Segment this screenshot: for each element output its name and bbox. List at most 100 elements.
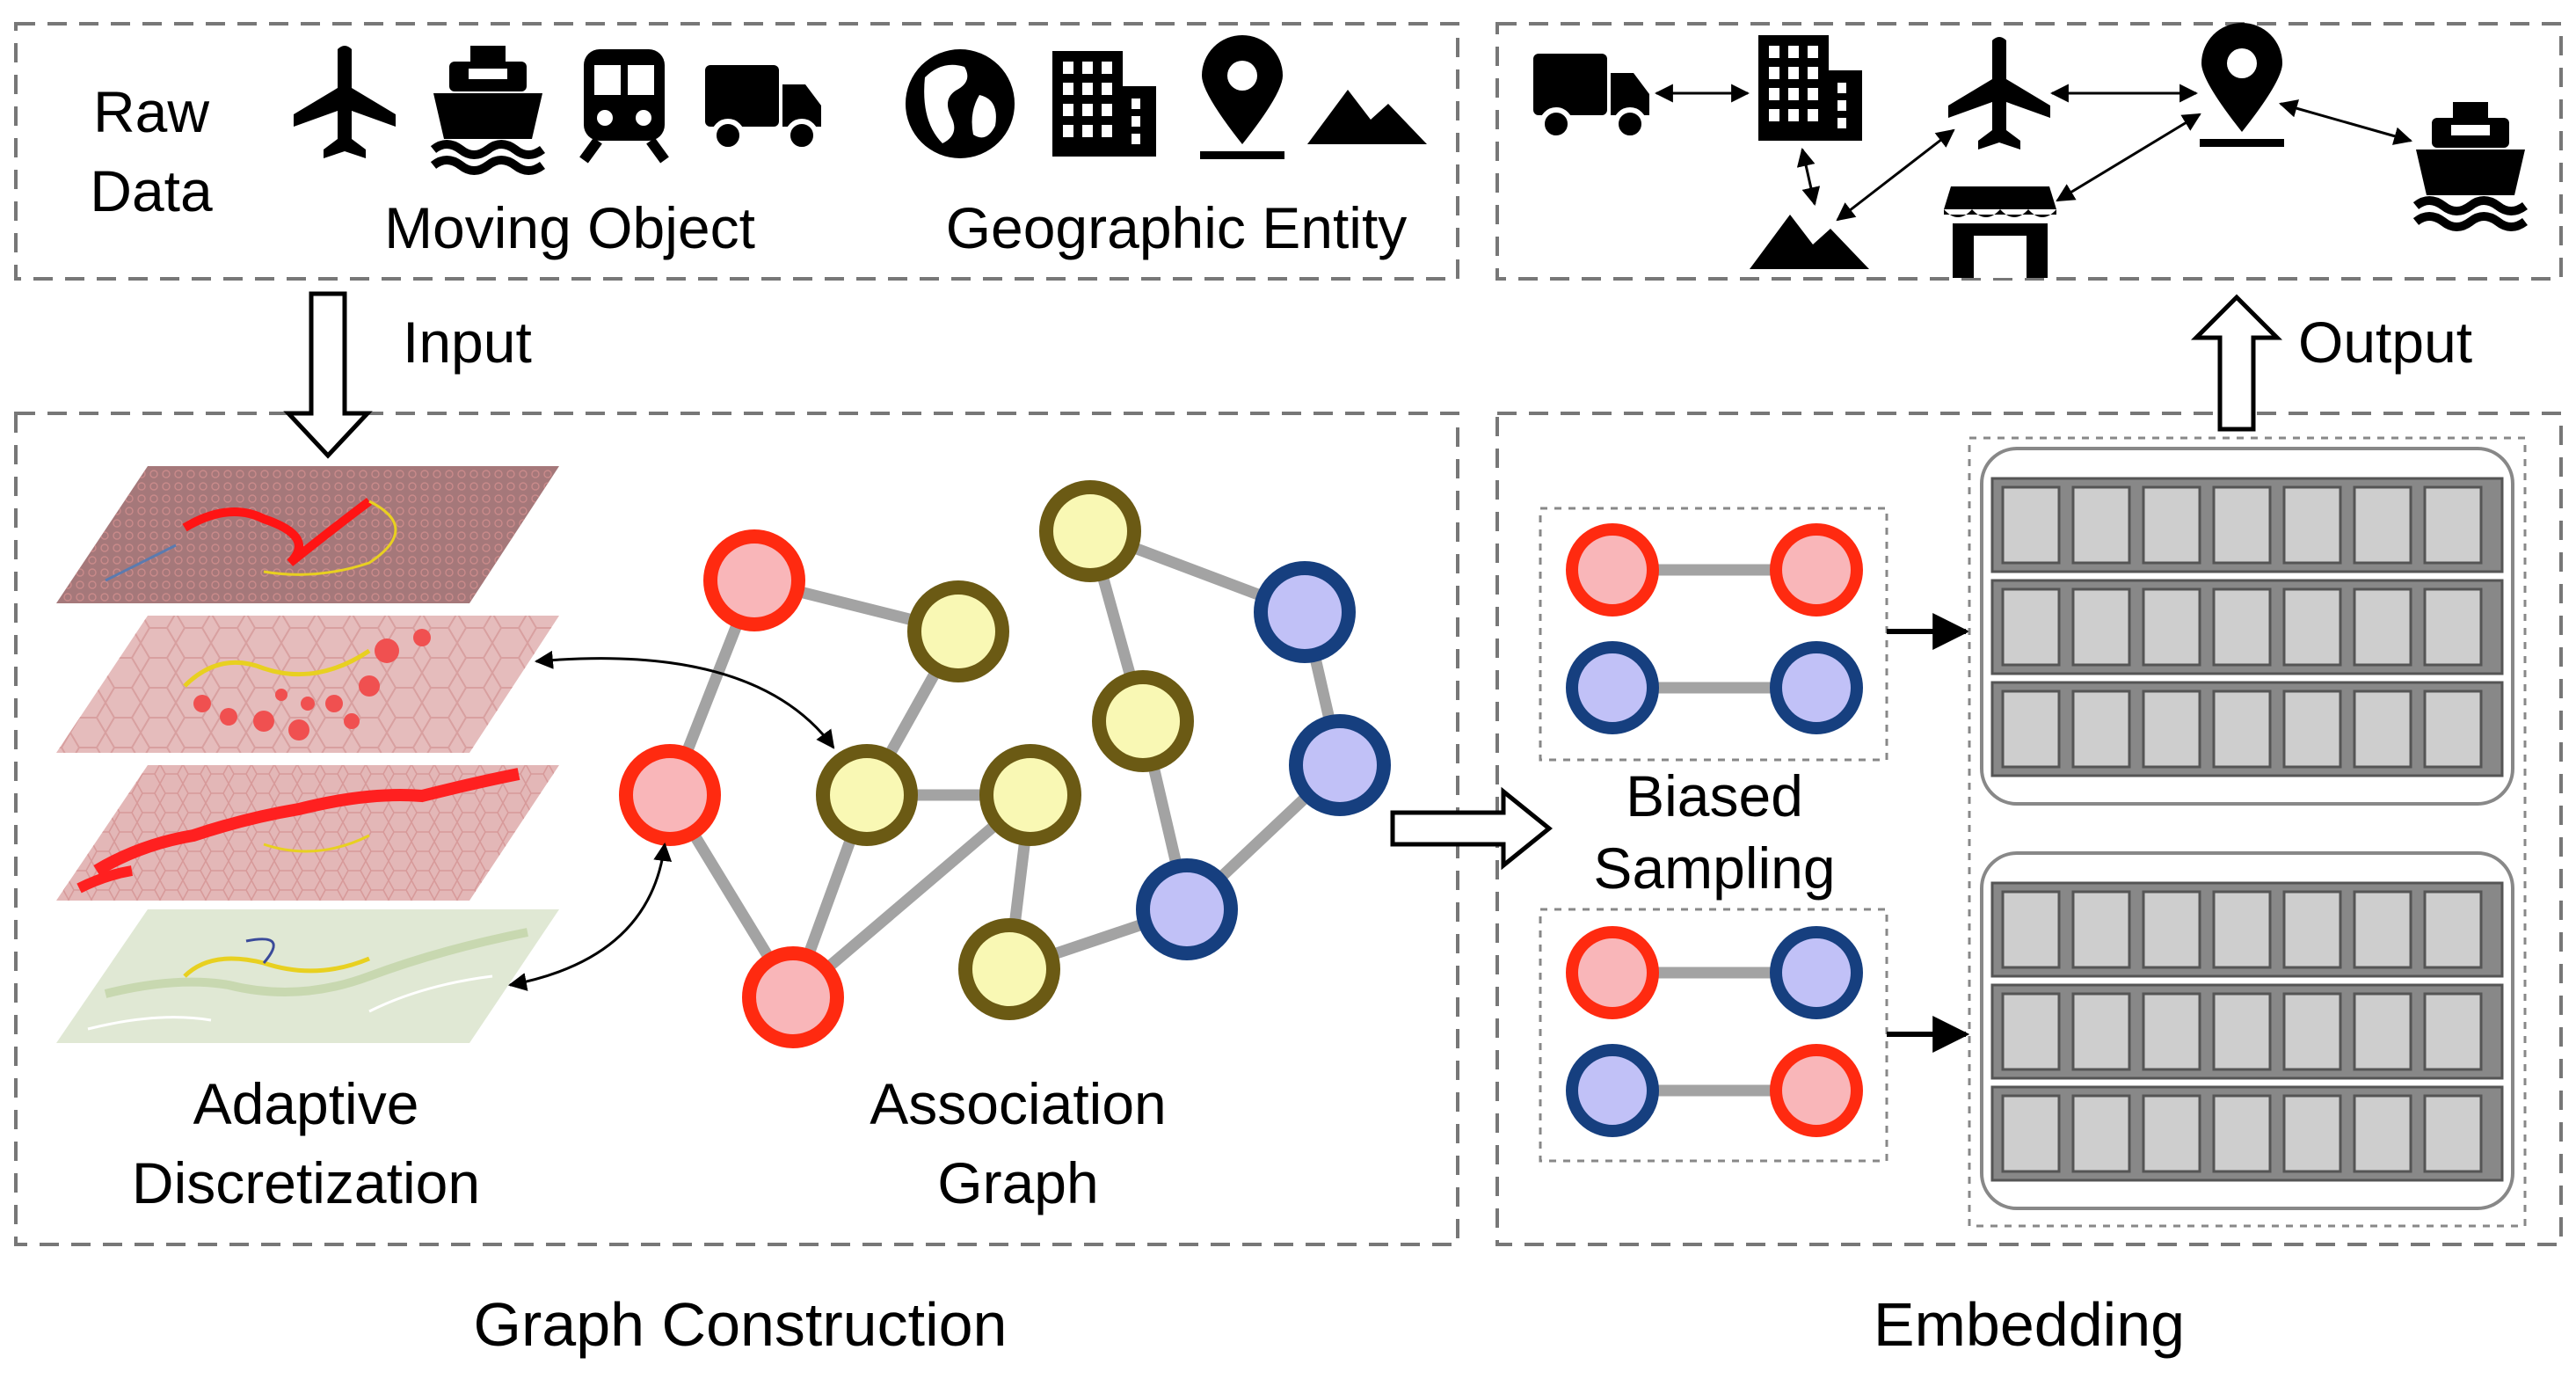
layer-cell bbox=[2353, 992, 2412, 1071]
association-graph-label-line2: Graph bbox=[937, 1150, 1098, 1215]
layer-cell bbox=[2071, 1094, 2131, 1173]
output-label: Output bbox=[2298, 310, 2472, 375]
layer-cell bbox=[2353, 890, 2412, 969]
airplane-icon bbox=[294, 46, 396, 158]
layer-cell bbox=[2282, 485, 2342, 565]
layer-cell bbox=[2423, 587, 2483, 667]
node-olive bbox=[907, 580, 1009, 682]
layer-cell bbox=[2001, 690, 2061, 769]
truck-icon bbox=[705, 65, 821, 152]
layer-cell bbox=[2071, 690, 2131, 769]
graph-construction-panel bbox=[14, 412, 1459, 1246]
discretization-layer-4 bbox=[56, 909, 559, 1043]
node-red bbox=[703, 529, 805, 631]
layer-cell bbox=[2001, 485, 2061, 565]
layer-cell bbox=[2142, 992, 2201, 1071]
layer-to-graph-arrow bbox=[534, 650, 835, 749]
association-graph-label-line1: Association bbox=[870, 1071, 1167, 1136]
layer-cell bbox=[2353, 1094, 2412, 1173]
output-block-arrow bbox=[2190, 294, 2283, 432]
node-blue bbox=[1136, 858, 1238, 960]
embedding-caption: Embedding bbox=[1874, 1290, 2185, 1359]
layer-cell bbox=[2282, 890, 2342, 969]
raw-data-label-line1: Raw bbox=[93, 79, 209, 144]
layer-cell bbox=[2071, 485, 2131, 565]
model-container bbox=[1968, 436, 2527, 1228]
layer-cell bbox=[2423, 992, 2483, 1071]
node-olive bbox=[958, 918, 1060, 1020]
adaptive-discretization-label-line2: Discretization bbox=[132, 1150, 480, 1215]
node-olive bbox=[979, 744, 1081, 846]
graph-nodes bbox=[619, 480, 1391, 1048]
layer-cell bbox=[2423, 690, 2483, 769]
truck-icon bbox=[1533, 54, 1649, 141]
output-relation-arrows bbox=[1654, 84, 2413, 222]
layer-cell bbox=[2212, 587, 2272, 667]
location-pin-icon bbox=[2200, 23, 2284, 147]
node-blue bbox=[1254, 561, 1356, 663]
layer-cell bbox=[2142, 1094, 2201, 1173]
geographic-entity-label: Geographic Entity bbox=[946, 195, 1408, 260]
layer-cell bbox=[2071, 992, 2131, 1071]
layer-cell bbox=[2282, 587, 2342, 667]
building-icon bbox=[1052, 51, 1156, 157]
to-embedding-block-arrow bbox=[1390, 786, 1553, 871]
layer-cell bbox=[2353, 485, 2412, 565]
layer-cell bbox=[2001, 587, 2061, 667]
moving-object-label: Moving Object bbox=[384, 195, 755, 260]
layer-cell bbox=[2212, 890, 2272, 969]
positive-pairs bbox=[1566, 523, 1863, 734]
layer-cell bbox=[2212, 485, 2272, 565]
output-panel bbox=[1495, 22, 2563, 281]
layer-cell bbox=[2353, 690, 2412, 769]
node-olive bbox=[1092, 670, 1194, 772]
raw-data-panel bbox=[14, 22, 1459, 281]
embedding-layer-stack-top bbox=[1980, 447, 2514, 806]
mountain-icon bbox=[1750, 215, 1869, 269]
layer-cell bbox=[2282, 1094, 2342, 1173]
layer-cell bbox=[2423, 1094, 2483, 1173]
building-icon bbox=[1758, 35, 1862, 141]
ship-icon bbox=[2412, 102, 2528, 231]
negative-sample-box bbox=[1539, 908, 1888, 1163]
airplane-icon bbox=[1948, 37, 2050, 150]
input-label: Input bbox=[403, 310, 532, 375]
layer-cell bbox=[2282, 992, 2342, 1071]
layer-cell bbox=[2212, 690, 2272, 769]
node-red bbox=[742, 946, 844, 1048]
biased-sampling-label-line1: Biased bbox=[1626, 763, 1803, 828]
layer-cell bbox=[2423, 485, 2483, 565]
mountain-icon bbox=[1307, 90, 1427, 144]
biased-sampling-label-line2: Sampling bbox=[1593, 835, 1835, 901]
layer-cell bbox=[2282, 690, 2342, 769]
layer-cell bbox=[2142, 587, 2201, 667]
layer-cell bbox=[2071, 890, 2131, 969]
association-graph bbox=[619, 480, 1391, 1048]
train-icon bbox=[579, 49, 669, 164]
layer-cell bbox=[2353, 587, 2412, 667]
positive-sample-box bbox=[1539, 507, 1888, 762]
layer-cell bbox=[2142, 485, 2201, 565]
node-olive bbox=[1039, 480, 1141, 582]
location-pin-icon bbox=[1200, 35, 1284, 159]
negative-pairs bbox=[1566, 926, 1863, 1137]
embedding-layer-stack-bottom bbox=[1980, 851, 2514, 1210]
layer-cell bbox=[2001, 890, 2061, 969]
node-olive bbox=[816, 744, 918, 846]
discretization-layer-3 bbox=[56, 765, 559, 901]
layer-cell bbox=[2212, 1094, 2272, 1173]
layer-cell bbox=[2142, 890, 2201, 969]
layer-cell bbox=[2001, 1094, 2061, 1173]
input-block-arrow bbox=[283, 291, 373, 459]
globe-icon bbox=[906, 49, 1015, 158]
layer-cell bbox=[2212, 992, 2272, 1071]
adaptive-discretization-label-line1: Adaptive bbox=[193, 1071, 419, 1136]
discretization-layer-2 bbox=[56, 616, 559, 753]
store-icon bbox=[1944, 186, 2056, 278]
node-blue bbox=[1289, 714, 1391, 816]
node-red bbox=[619, 744, 721, 846]
layer-cell bbox=[2423, 890, 2483, 969]
map-to-graph-arrow bbox=[507, 842, 673, 991]
ship-icon bbox=[430, 46, 545, 175]
